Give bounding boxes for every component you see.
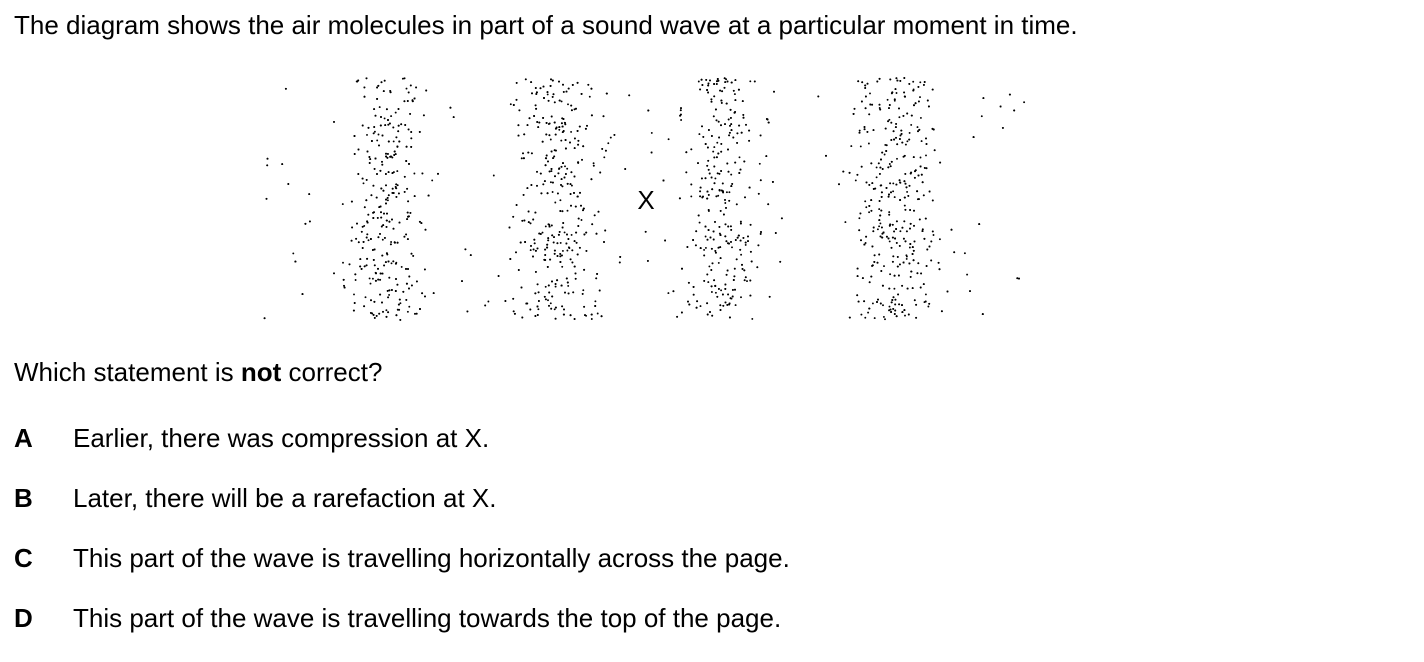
sound-wave-diagram: X [258,74,1033,326]
option-text: Earlier, there was compression at X. [73,423,490,453]
option-text: This part of the wave is travelling towa… [73,603,782,633]
option-text: This part of the wave is travelling hori… [73,543,790,573]
point-x-label: X [637,185,654,215]
option-letter: C [14,543,33,573]
option-letter: A [14,423,33,453]
intro-text: The diagram shows the air molecules in p… [14,10,1078,40]
question-emphasis: not [240,357,282,387]
option-letter: B [14,483,33,513]
option-letter: D [14,603,33,633]
option-text: Later, there will be a rarefaction at X. [73,483,497,513]
question-text: Which statement is not correct? [14,356,382,388]
question-after: correct? [281,357,383,387]
question-before: Which statement is [14,357,241,387]
molecule-dots: X [263,77,1026,321]
